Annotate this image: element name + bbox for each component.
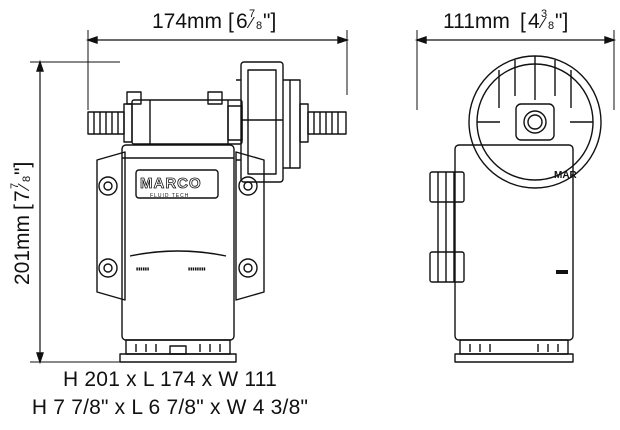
side-bracket (429, 171, 465, 283)
svg-text:⁄: ⁄ (538, 15, 547, 32)
mounting-bracket (96, 151, 265, 301)
width-inch-num: 3 (541, 8, 547, 20)
right-hose-barb (299, 103, 347, 143)
pump-head (126, 91, 243, 145)
length-metric-label: 174mm (152, 10, 222, 33)
motor-body: ▮▮▮▮▮▮ ▮▮▮▮▮▮▮▮ MARCO FLUID TECH (121, 144, 235, 341)
length-dimension: 174mm [ 6 7 ⁄ 8 "] (85, 8, 350, 110)
height-metric-label: 201mm (11, 215, 34, 285)
svg-text:[: [ (520, 10, 526, 33)
width-dimension: 111mm [ 4 3 ⁄ 8 "] (414, 8, 617, 110)
motor-base (119, 339, 237, 363)
brand-subtitle: FLUID TECH (150, 193, 189, 199)
length-inch-label: [ 6 7 ⁄ 8 "] (228, 8, 276, 33)
svg-text:[: [ (228, 10, 234, 33)
svg-text:▮▮▮▮▮▮▮▮: ▮▮▮▮▮▮▮▮ (188, 266, 206, 271)
svg-text:[: [ (11, 204, 34, 210)
end-cover (236, 61, 301, 183)
height-inch-den: 8 (21, 176, 33, 182)
height-inch-whole: 7 (11, 190, 34, 202)
height-dimension: 201mm [ 7 7 ⁄ 8 "] (9, 59, 120, 365)
length-inch-num: 7 (249, 8, 255, 20)
svg-text:"]: "] (555, 10, 568, 33)
side-motor-base (454, 339, 574, 363)
side-pump-head (468, 55, 602, 189)
svg-text:⁄: ⁄ (16, 183, 33, 192)
length-inch-whole: 6 (236, 10, 248, 33)
width-inch-label: [ 4 3 ⁄ 8 "] (520, 8, 568, 33)
brand-logo: MARCO (140, 175, 202, 192)
length-inch-den: 8 (256, 20, 262, 32)
svg-text:▮▮▮▮▮▮: ▮▮▮▮▮▮ (136, 266, 149, 271)
width-inch-whole: 4 (528, 10, 540, 33)
front-view: ▮▮▮▮▮▮ ▮▮▮▮▮▮▮▮ MARCO FLUID TECH (87, 61, 347, 363)
summary-imperial-dimensions: H 7 7/8" x L 6 7/8" x W 4 3/8" (31, 396, 309, 419)
svg-text:"]: "] (11, 162, 34, 175)
left-hose-barb (87, 103, 133, 143)
height-inch-num: 7 (9, 183, 21, 189)
svg-text:⁄: ⁄ (246, 15, 255, 32)
side-motor-body: MAR (454, 144, 578, 341)
width-metric-label: 111mm (443, 10, 510, 33)
side-brand-logo: MAR (554, 170, 578, 181)
side-view: MAR (429, 55, 602, 363)
summary-metric-dimensions: H 201 x L 174 x W 111 (63, 368, 277, 391)
width-inch-den: 8 (548, 20, 554, 32)
svg-text:"]: "] (263, 10, 276, 33)
